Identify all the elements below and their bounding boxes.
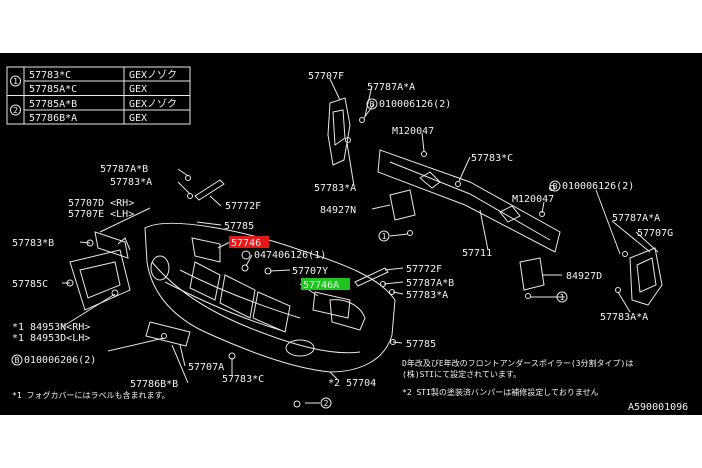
circle-b-marker	[549, 180, 561, 192]
circle-1-marker	[378, 230, 390, 242]
legend-row-spec: GEXノゾク	[129, 69, 177, 81]
circle-1-text: 1	[382, 232, 387, 241]
legend-row-spec: GEXノゾク	[129, 98, 177, 110]
circle-b-text: B	[553, 182, 558, 191]
callout-57787a-b: 57787A*B	[406, 278, 454, 289]
figure-id: A590001096	[628, 402, 688, 413]
callout-57772f: 57772F	[406, 264, 442, 275]
callout-57707g: 57707G	[637, 228, 673, 239]
callout-57785c: 57785C	[12, 279, 48, 290]
callout-57746: 57746	[231, 238, 261, 249]
notes: D年改及びE年改のフロントアンダースポイラー(3分割タイプ)は (株)STIにて…	[12, 358, 688, 413]
callout-57787a-a: 57787A*A	[612, 213, 660, 224]
legend-row-part: 57786B*A	[29, 113, 77, 124]
footnote-1: *1 フォグカバーにはラベルも含まれます。	[12, 390, 170, 400]
callout-57707d: 57707D <RH>	[68, 198, 134, 209]
circle-1-marker	[556, 291, 568, 303]
callout-84927d: 84927D	[566, 271, 602, 282]
circle-2-text: 2	[324, 399, 329, 408]
callout-57783-c: 57783*C	[471, 153, 513, 164]
callout-57707f: 57707F	[308, 71, 344, 82]
legend-row-part: 57783*C	[29, 70, 71, 81]
circle-1-text: 1	[560, 293, 565, 302]
callout-57783a-a: 57783A*A	[600, 312, 648, 323]
callout-57783-a: 57783*A	[406, 290, 448, 301]
callout-57704: *2 57704	[328, 378, 376, 389]
callout-labels: 57707F 57787A*A B 010006126(2) M120047 5…	[11, 71, 673, 409]
circle-b-marker	[366, 98, 378, 110]
callout-57785: 57785	[406, 339, 436, 350]
highlight-green	[301, 278, 350, 290]
callout-m120047: M120047	[392, 126, 434, 137]
callout-57786b-b: 57786B*B	[130, 379, 178, 390]
callout-57746a: 57746A	[303, 280, 339, 291]
legend-table: 1 2 57783*C GEXノゾク 57785A*C GEX 57785A*B…	[6, 66, 191, 125]
callout-57711: 57711	[462, 248, 492, 259]
callout-57787a-b: 57787A*B	[100, 164, 148, 175]
leader-lines	[61, 78, 659, 404]
callout-57783-b: 57783*B	[12, 238, 54, 249]
callout-84953d: *1 84953D<LH>	[12, 333, 90, 344]
highlight-red	[229, 236, 269, 248]
callout-047406126: 047406126(1)	[254, 250, 326, 261]
circle-1-marker	[10, 75, 21, 87]
callout-84927n: 84927N	[320, 205, 356, 216]
callout-010006206-2: 010006206(2)	[24, 355, 96, 366]
callout-57783-c: 57783*C	[222, 374, 264, 385]
legend-row-part: 57785A*B	[29, 99, 77, 110]
circle-b-text: B	[370, 100, 375, 109]
legend-row-spec: GEX	[129, 84, 147, 95]
callout-57783-a: 57783*A	[110, 177, 152, 188]
legend-row-part: 57785A*C	[29, 84, 77, 95]
callout-57787a-a: 57787A*A	[367, 82, 415, 93]
callout-57707a: 57707A	[188, 362, 224, 373]
callout-57785: 57785	[224, 221, 254, 232]
circle-1-text: 1	[13, 77, 18, 86]
callout-57783-a: 57783*A	[314, 183, 356, 194]
callout-57707e: 57707E <LH>	[68, 209, 134, 220]
circle-b-text: B	[15, 356, 20, 365]
circle-2-marker	[10, 104, 21, 116]
note-2: *2 STI製の塗装済バンパーは補修設定しておりません	[402, 387, 599, 397]
diagram-background	[0, 53, 702, 415]
callout-m120047: M120047	[512, 194, 554, 205]
circle-s-marker	[241, 250, 251, 260]
legend-row-spec: GEX	[129, 113, 147, 124]
callout-57707y: 57707Y	[292, 266, 328, 277]
circle-2-marker	[320, 397, 332, 409]
callout-010006126-2: 010006126(2)	[379, 99, 451, 110]
callout-57772f: 57772F	[225, 201, 261, 212]
callout-84953n: *1 84953N<RH>	[12, 322, 90, 333]
circle-b-marker	[11, 354, 23, 366]
callout-010006126-2: 010006126(2)	[562, 181, 634, 192]
note-1-line-2: (株)STIにて設定されています。	[402, 369, 521, 379]
circle-2-text: 2	[13, 106, 18, 115]
note-1-line-1: D年改及びE年改のフロントアンダースポイラー(3分割タイプ)は	[402, 358, 633, 368]
